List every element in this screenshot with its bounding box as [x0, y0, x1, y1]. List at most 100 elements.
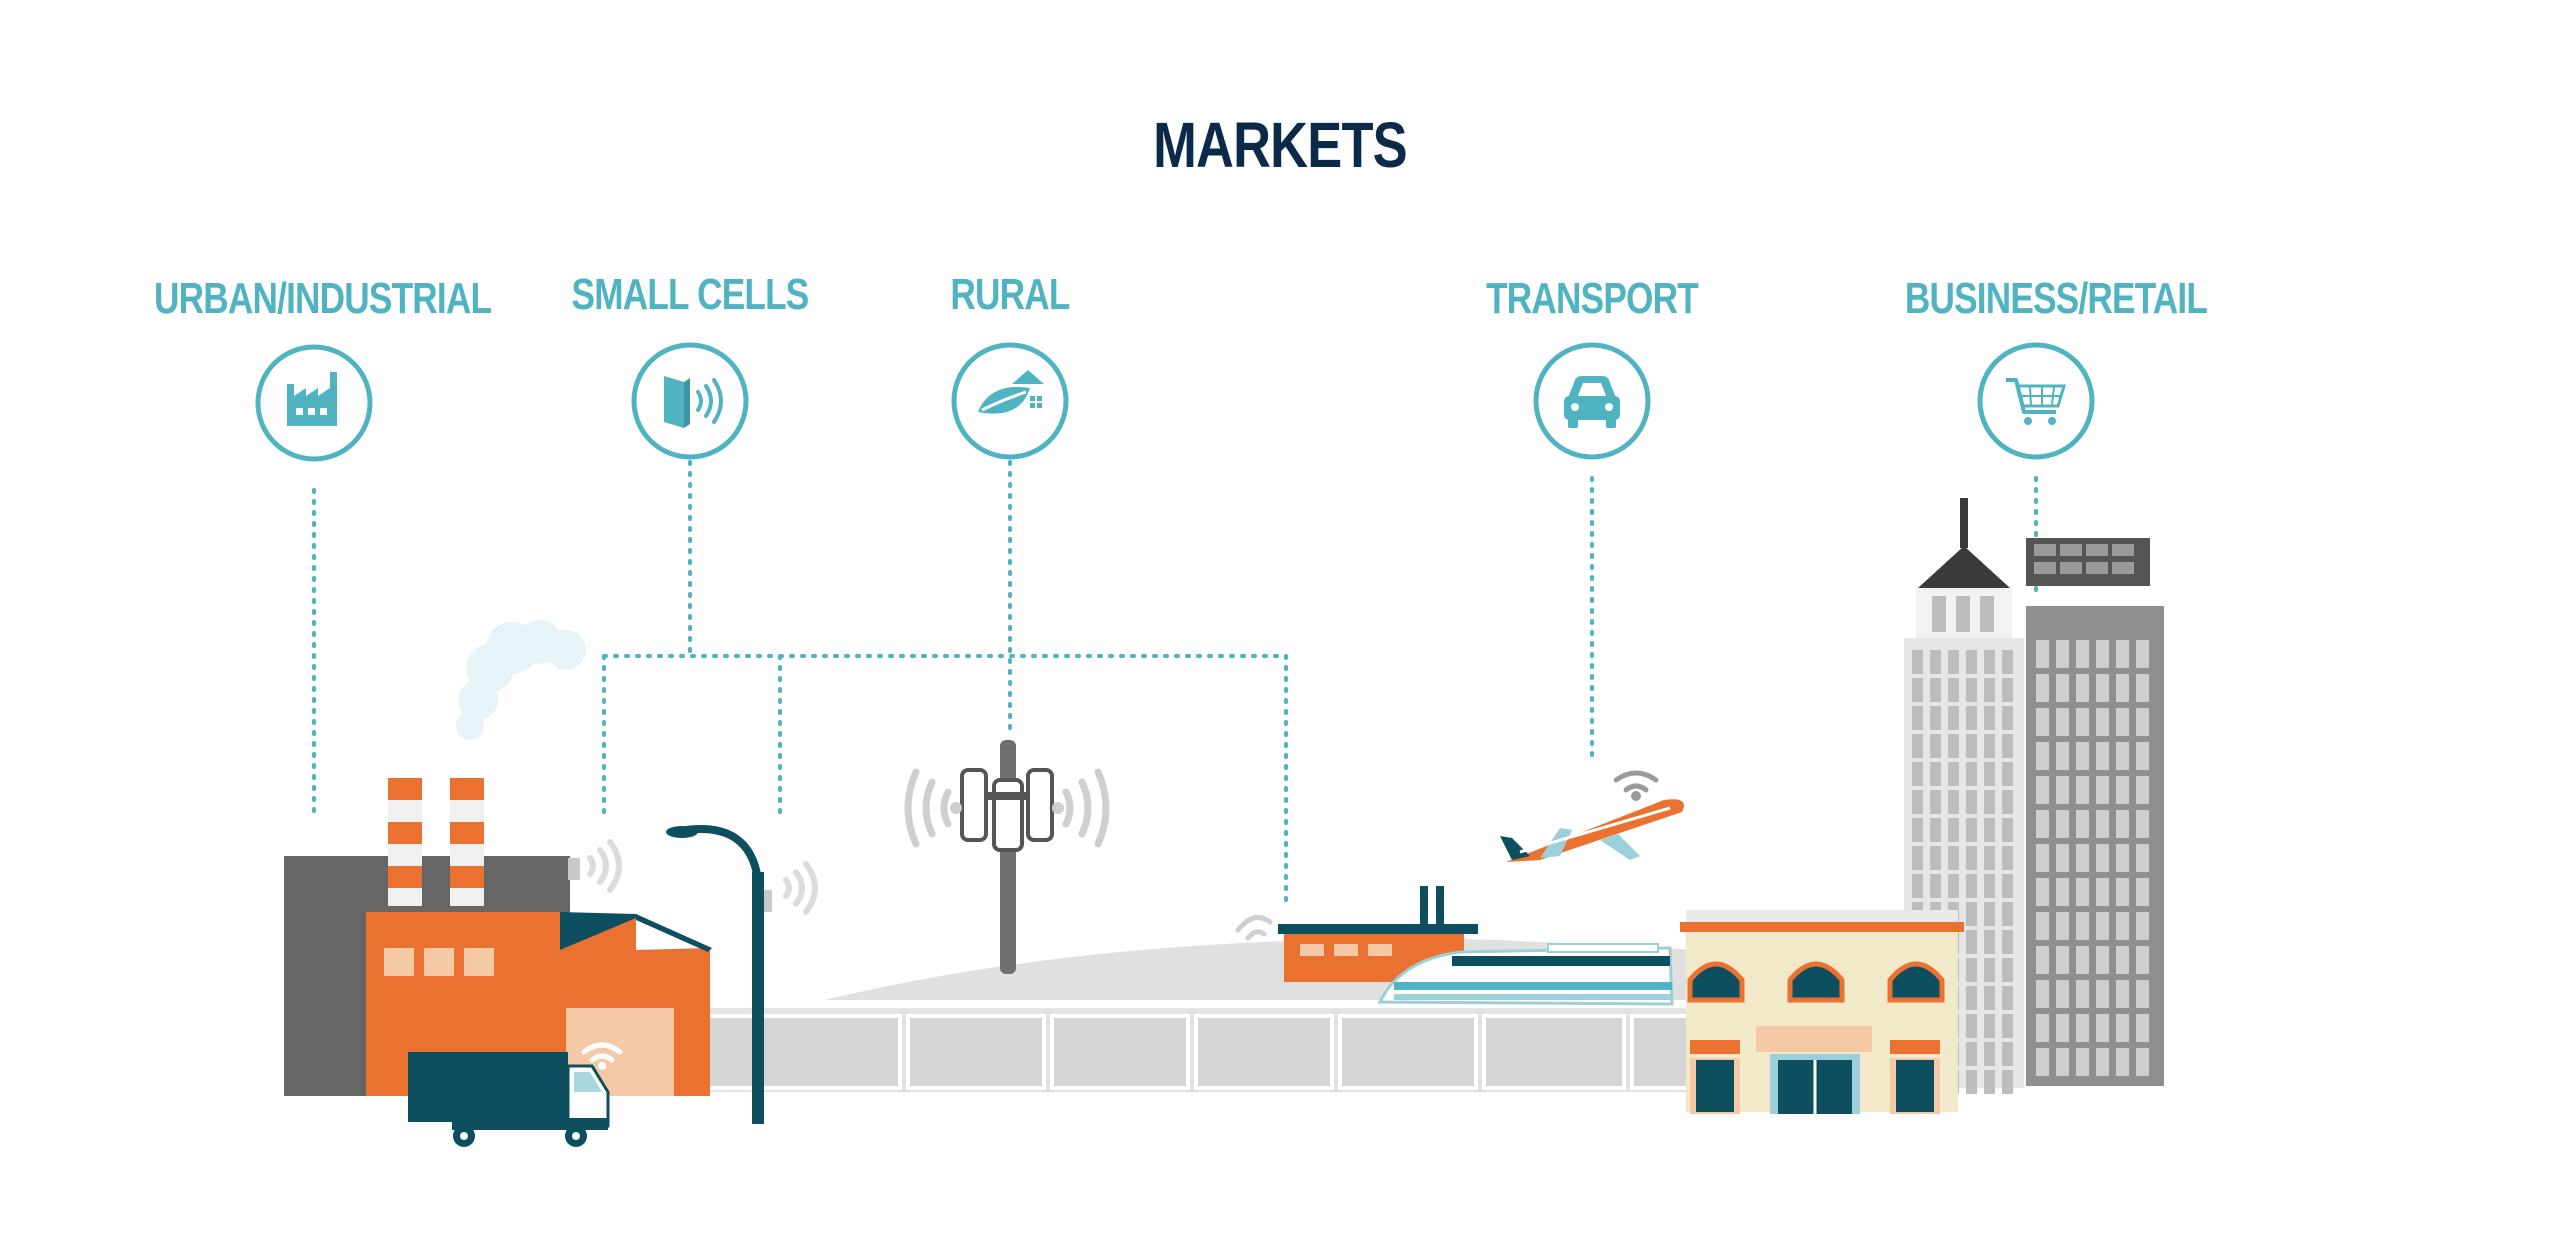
window — [1930, 790, 1941, 814]
truck-wifi-icon — [581, 1042, 623, 1063]
office-tower-gray — [2026, 538, 2164, 1086]
window — [1984, 846, 1995, 870]
window — [1948, 874, 1959, 898]
window — [2056, 810, 2069, 838]
page-title: MARKETS — [1153, 109, 1408, 181]
window — [1966, 902, 1977, 926]
window — [2116, 1048, 2129, 1076]
window — [2036, 844, 2049, 872]
window — [1984, 1042, 1995, 1066]
window — [2096, 912, 2109, 940]
window — [1984, 762, 1995, 786]
window — [2076, 742, 2089, 770]
window — [2136, 912, 2149, 940]
window — [1966, 1042, 1977, 1066]
window — [2136, 878, 2149, 906]
window — [1912, 790, 1923, 814]
window — [1948, 650, 1959, 674]
window — [2056, 708, 2069, 736]
window — [2096, 878, 2109, 906]
office-tower-white — [1904, 498, 2024, 1094]
window — [2136, 674, 2149, 702]
window — [1930, 818, 1941, 842]
window — [2036, 1014, 2049, 1042]
window — [2076, 810, 2089, 838]
window — [2056, 776, 2069, 804]
window — [2136, 946, 2149, 974]
window — [2056, 912, 2069, 940]
window — [2096, 742, 2109, 770]
window — [2076, 708, 2089, 736]
window — [2002, 1042, 2013, 1066]
window — [2076, 1014, 2089, 1042]
window — [2136, 708, 2149, 736]
factory-illustration — [284, 620, 712, 1096]
window — [1984, 706, 1995, 730]
window — [1930, 846, 1941, 870]
delivery-truck — [408, 1042, 623, 1147]
chimney-left — [388, 778, 422, 906]
window — [1948, 678, 1959, 702]
window — [1948, 734, 1959, 758]
station-wifi-icon — [1235, 915, 1273, 941]
car-icon — [1533, 342, 1651, 460]
window — [2136, 776, 2149, 804]
window — [1912, 678, 1923, 702]
window — [2116, 640, 2129, 668]
window — [1966, 650, 1977, 674]
connector-lines — [312, 460, 2038, 908]
high-speed-train — [1377, 943, 1674, 1006]
window — [2136, 844, 2149, 872]
window — [1984, 1070, 1995, 1094]
window — [2096, 946, 2109, 974]
window — [2076, 1048, 2089, 1076]
road-panels — [698, 1014, 1734, 1090]
window — [2076, 946, 2089, 974]
window — [1948, 846, 1959, 870]
window — [2116, 776, 2129, 804]
window — [1984, 958, 1995, 982]
window — [2036, 776, 2049, 804]
window — [1984, 818, 1995, 842]
window — [1912, 650, 1923, 674]
window — [1930, 734, 1941, 758]
retail-shop — [1680, 910, 1964, 1114]
window — [1966, 818, 1977, 842]
window — [2076, 878, 2089, 906]
factory-icon — [255, 344, 373, 462]
window — [2056, 1048, 2069, 1076]
window — [2002, 650, 2013, 674]
window — [2076, 980, 2089, 1008]
window — [2056, 640, 2069, 668]
streetlight-wifi-icon — [783, 861, 818, 915]
window — [1948, 762, 1959, 786]
window — [2096, 1014, 2109, 1042]
window — [1984, 874, 1995, 898]
window — [1966, 958, 1977, 982]
window — [2116, 742, 2129, 770]
window — [1966, 762, 1977, 786]
window — [1912, 706, 1923, 730]
window — [2116, 708, 2129, 736]
window — [2036, 674, 2049, 702]
window — [2036, 912, 2049, 940]
window — [2096, 640, 2109, 668]
cell-tower — [904, 740, 1110, 974]
window — [2136, 1048, 2149, 1076]
window — [2056, 674, 2069, 702]
market-label-rural: RURAL — [950, 270, 1070, 319]
window — [2076, 640, 2089, 668]
window — [1912, 734, 1923, 758]
window — [1948, 790, 1959, 814]
window — [2002, 986, 2013, 1010]
window — [2036, 1048, 2049, 1076]
window — [2096, 844, 2109, 872]
window — [1966, 986, 1977, 1010]
window — [2116, 1014, 2129, 1042]
window — [2096, 674, 2109, 702]
window — [2036, 980, 2049, 1008]
window — [2002, 818, 2013, 842]
market-label-business-retail: BUSINESS/RETAIL — [1904, 274, 2208, 323]
window — [2056, 742, 2069, 770]
